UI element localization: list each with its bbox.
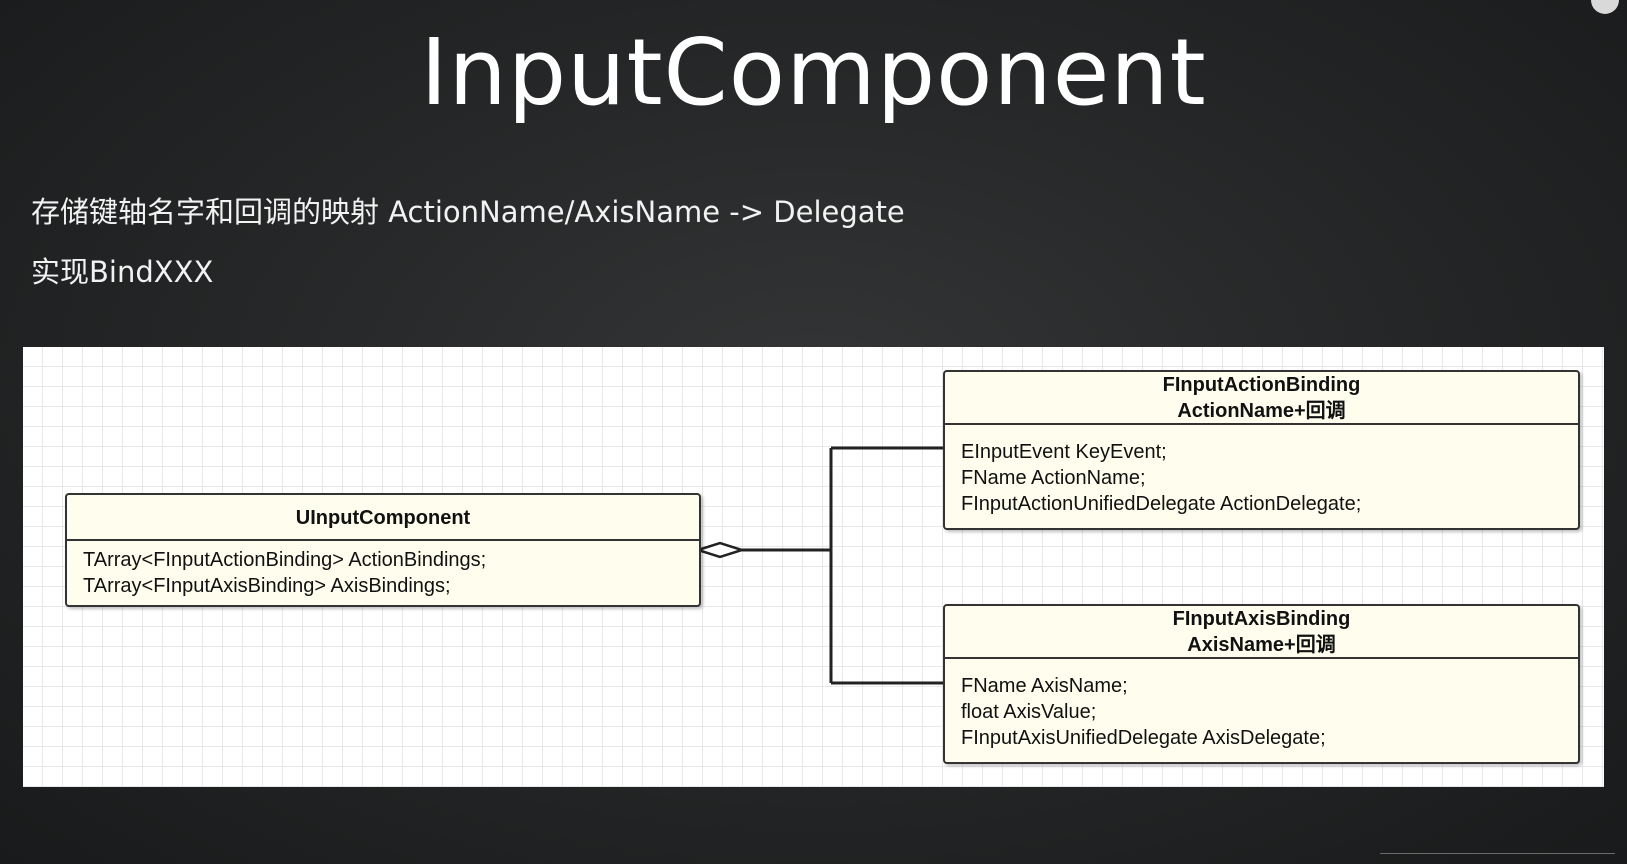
class-fields: FName AxisName; float AxisValue; FInputA… xyxy=(945,659,1578,757)
aggregation-diamond-icon xyxy=(693,541,747,559)
class-finputactionbinding: FInputActionBinding ActionName+回调 EInput… xyxy=(943,370,1580,530)
class-field: FName ActionName; xyxy=(961,467,1146,489)
class-field: TArray<FInputAxisBinding> AxisBindings; xyxy=(83,575,451,597)
class-field: EInputEvent KeyEvent; xyxy=(961,441,1167,463)
class-uinputcomponent: UInputComponent TArray<FInputActionBindi… xyxy=(65,493,701,607)
class-fields: EInputEvent KeyEvent; FName ActionName; … xyxy=(945,425,1578,523)
class-header: UInputComponent xyxy=(67,495,699,541)
class-fields: TArray<FInputActionBinding> ActionBindin… xyxy=(67,541,699,605)
class-field: FInputAxisUnifiedDelegate AxisDelegate; xyxy=(961,727,1326,749)
class-field: TArray<FInputActionBinding> ActionBindin… xyxy=(83,549,487,571)
aggregation-connectors xyxy=(693,446,943,685)
class-field: FInputActionUnifiedDelegate ActionDelega… xyxy=(961,493,1362,515)
bullet-text: 存储键轴名字和回调的映射 ActionName/AxisName -> Dele… xyxy=(31,195,905,229)
class-field: FName AxisName; xyxy=(961,675,1128,697)
class-subtitle: ActionName+回调 xyxy=(1177,400,1346,422)
class-header: FInputActionBinding ActionName+回调 xyxy=(945,372,1578,425)
class-finputaxisbinding: FInputAxisBinding AxisName+回调 FName Axis… xyxy=(943,604,1580,764)
class-name: UInputComponent xyxy=(295,507,471,529)
bullet-text: 实现BindXXX xyxy=(31,255,214,289)
class-header: FInputAxisBinding AxisName+回调 xyxy=(945,606,1578,659)
class-name: FInputAxisBinding xyxy=(1172,608,1351,630)
bottom-divider xyxy=(1380,853,1615,854)
class-name: FInputActionBinding xyxy=(1162,374,1361,396)
class-subtitle: AxisName+回调 xyxy=(1187,634,1336,656)
uml-class-diagram: UInputComponent TArray<FInputActionBindi… xyxy=(23,347,1604,787)
slide-title: InputComponent xyxy=(420,19,1207,126)
corner-badge xyxy=(1591,0,1619,14)
class-field: float AxisValue; xyxy=(961,701,1097,723)
